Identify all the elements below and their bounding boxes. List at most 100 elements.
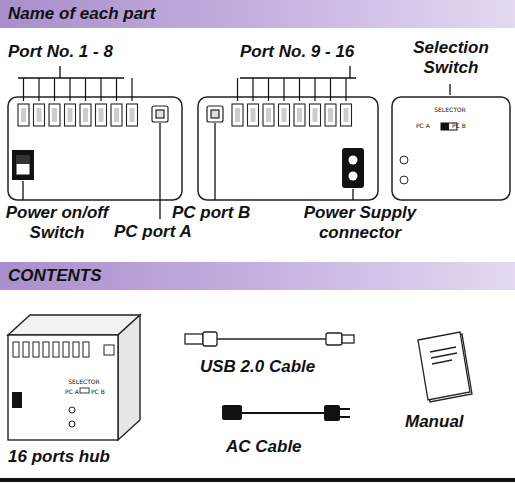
led (69, 407, 75, 413)
leader-tick (116, 78, 117, 101)
usb-port (83, 342, 89, 357)
part-label: PC port A (114, 222, 209, 242)
leader-tick (330, 78, 331, 101)
selector-switch (80, 388, 89, 393)
leader-tick (268, 78, 269, 101)
part-label: Power Supply connector (290, 203, 430, 242)
hub-back-panel (198, 97, 378, 200)
usb-port (341, 104, 352, 126)
panel-marking: PC A (416, 123, 430, 129)
part-label: AC Cable (226, 437, 346, 457)
usb-port (83, 108, 88, 122)
usb-port (127, 104, 138, 126)
usb-port (111, 104, 122, 126)
usb-port (49, 104, 60, 126)
usb-port (266, 108, 271, 122)
usb-port (52, 108, 57, 122)
power-connector (349, 172, 358, 181)
leader-tick (38, 78, 39, 101)
usb-port (297, 108, 302, 122)
panel-marking: PC B (452, 123, 466, 129)
usb-port (294, 104, 305, 126)
leader-tick (100, 78, 101, 101)
section-heading: CONTENTS (0, 262, 515, 290)
part-label: Selection Switch (392, 38, 510, 77)
usb-port (33, 342, 39, 357)
led (400, 156, 408, 164)
usb-port (328, 108, 333, 122)
selector-switch (441, 123, 449, 130)
usb-port (68, 108, 73, 122)
usb-port (325, 104, 336, 126)
leader-tick (23, 78, 24, 101)
usb-port (251, 108, 256, 122)
leader-tick (69, 78, 70, 101)
leader-tick (85, 78, 86, 101)
leader-tick (299, 78, 300, 101)
led (69, 421, 75, 427)
bottom-rule (0, 478, 515, 482)
usb-ports (18, 104, 352, 126)
power-connector (342, 148, 364, 188)
usb-port (53, 342, 59, 357)
usb-port (99, 108, 104, 122)
panel-marking: PC B (91, 389, 105, 395)
part-label: Manual (405, 412, 505, 432)
ac-cable (222, 405, 350, 421)
usb-port (65, 104, 76, 126)
usb-port (13, 342, 19, 357)
panel-marking: SELECTOR (68, 379, 99, 385)
usb-port (37, 108, 42, 122)
header-band: CONTENTS (0, 262, 515, 290)
usb-port (21, 108, 26, 122)
usb-b-port (104, 345, 114, 355)
part-label: Power on/off Switch (2, 203, 112, 242)
hub-illustration (8, 315, 140, 440)
usb-port (96, 104, 107, 126)
hub-side-panel (392, 97, 510, 200)
usb-port (130, 108, 135, 122)
led (400, 176, 408, 184)
power-switch (16, 155, 30, 175)
usb-port (34, 104, 45, 126)
leader-tick (237, 78, 238, 101)
usb-port (310, 104, 321, 126)
leader-tick (252, 78, 253, 101)
part-label: Port No. 1 - 8 (8, 42, 148, 62)
usb-port (263, 104, 274, 126)
power-connector (349, 156, 358, 165)
header-band (0, 262, 515, 290)
part-label: 16 ports hub (8, 447, 158, 467)
leader-tick (283, 78, 284, 101)
power-switch (12, 150, 34, 180)
usb-port (73, 342, 79, 357)
label-panel: SELECTOR PC A PC B (392, 97, 510, 200)
part-label: Port No. 9 - 16 (240, 42, 390, 62)
leader-lines (18, 66, 450, 219)
usb-port (63, 342, 69, 357)
usb-port (313, 108, 318, 122)
leader-tick (131, 78, 132, 101)
part-label: PC port B (172, 203, 267, 223)
leader-tick (54, 78, 55, 101)
section-heading: Name of each part (0, 0, 515, 28)
header-band (0, 0, 515, 28)
usb-port (282, 108, 287, 122)
usb-port (235, 108, 240, 122)
part-label: USB 2.0 Cable (200, 357, 360, 377)
usb-b-port (207, 106, 223, 122)
usb-b-port (211, 110, 219, 118)
usb-port (43, 342, 49, 357)
usb-port (248, 104, 259, 126)
usb-port (80, 104, 91, 126)
usb-b-port (156, 110, 164, 118)
usb-b-port (152, 106, 168, 122)
panel-marking: SELECTOR (434, 107, 465, 113)
leader-tick (314, 78, 315, 101)
leader-tick (345, 78, 346, 101)
usb-port (114, 108, 119, 122)
label-panel: SELECTORPC APC B (8, 335, 118, 440)
usb-port (279, 104, 290, 126)
usb-port (232, 104, 243, 126)
